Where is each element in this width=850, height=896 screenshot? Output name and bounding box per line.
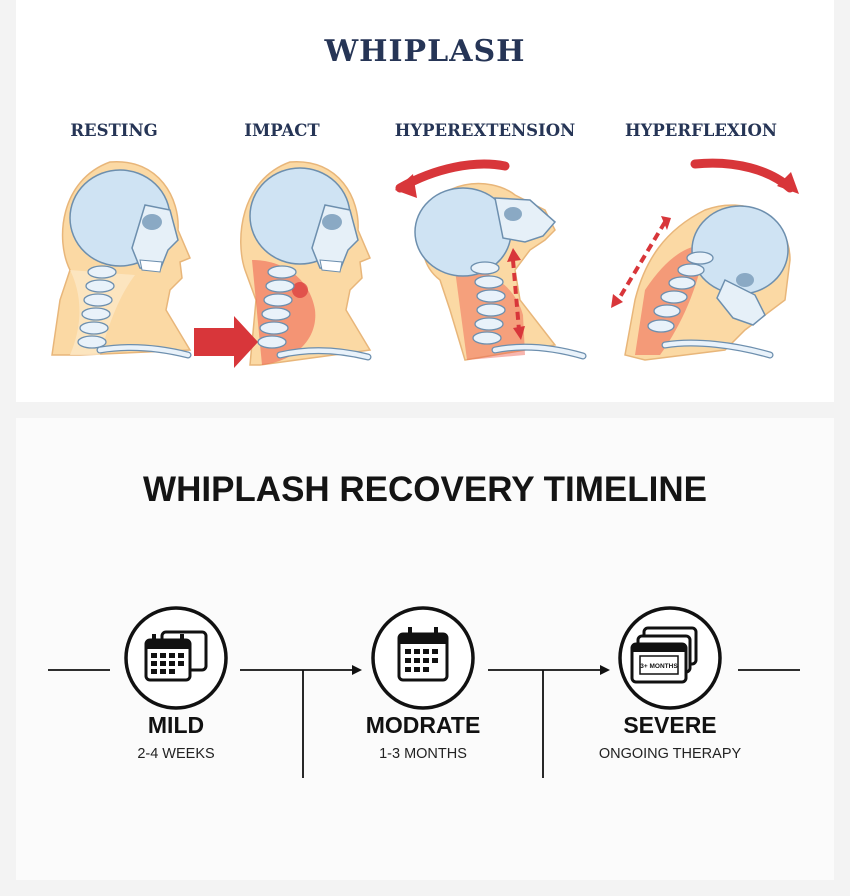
phase-duration-moderate: 1-3 MONTHS xyxy=(379,746,467,762)
phase-duration-severe: ONGOING THERAPY xyxy=(598,746,742,762)
timeline-title: WHIPLASH RECOVERY TIMELINE xyxy=(143,470,707,509)
timeline-arrowhead-1 xyxy=(352,665,362,675)
stage-label-impact: IMPACT xyxy=(244,121,320,140)
phase-name-severe: SEVERE xyxy=(623,712,717,738)
calendar-icon xyxy=(371,606,475,710)
stage-label-hyperextension: HYPEREXTENSION xyxy=(394,121,576,140)
phase-name-mild: MILD xyxy=(147,712,205,738)
calendar-icon-text: 3+ MONTHS xyxy=(640,663,678,670)
phase-name-moderate: MODRATE xyxy=(365,712,481,738)
timeline-arrowhead-2 xyxy=(600,665,610,675)
hyperflexion-head-figure xyxy=(611,158,799,361)
resting-head-figure xyxy=(51,161,192,359)
stage-label-hyperflexion: HYPERFLEXION xyxy=(625,121,777,140)
hyperextension-head-figure xyxy=(395,159,587,361)
phase-duration-mild: 2-4 WEEKS xyxy=(137,746,215,762)
diagram-title: WHIPLASH xyxy=(324,34,526,69)
timeline-track: 3+ MONTHS xyxy=(48,606,800,778)
impact-head-figure xyxy=(194,161,372,368)
calendar-3-months-icon: 3+ MONTHS xyxy=(618,606,722,710)
stage-label-resting: RESTING xyxy=(70,121,158,140)
calendar-stack-icon xyxy=(124,606,228,710)
